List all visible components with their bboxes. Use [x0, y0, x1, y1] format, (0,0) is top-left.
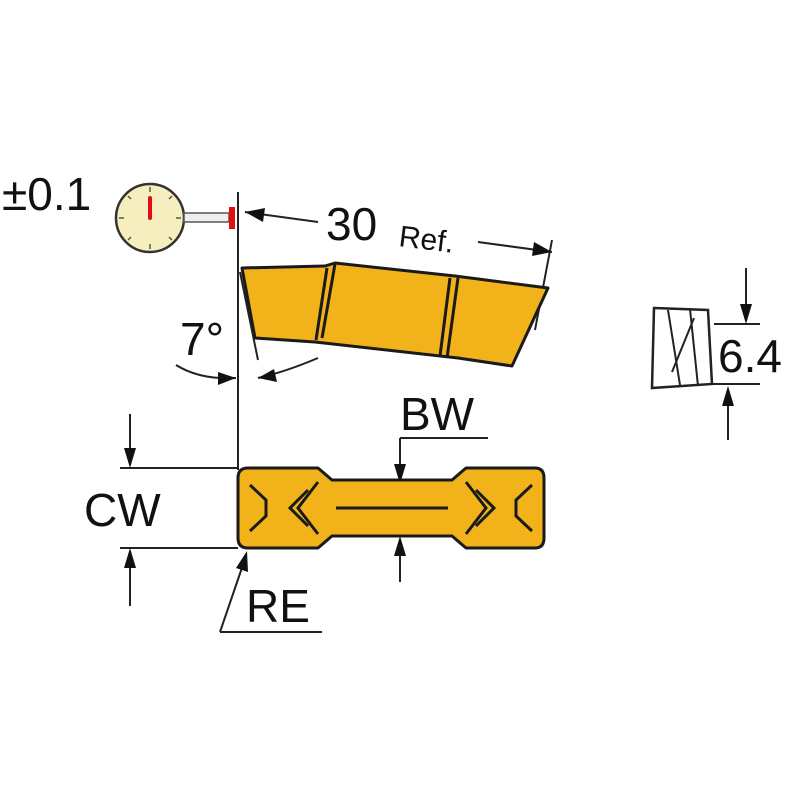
- angle-dimension: [175, 271, 319, 385]
- length-value-label: 30: [326, 198, 377, 250]
- bw-label: BW: [400, 388, 475, 440]
- angle-label: 7°: [180, 313, 224, 365]
- cw-label: CW: [84, 484, 161, 536]
- tolerance-label: ±0.1: [2, 168, 91, 220]
- bw-dimension: [394, 437, 488, 582]
- height-label: 6.4: [718, 330, 782, 382]
- length-ref-label: Ref.: [397, 220, 456, 259]
- cw-dimension: [120, 414, 238, 606]
- insert-top-view: [236, 466, 546, 550]
- re-dimension: [219, 551, 322, 633]
- height-dimension: [712, 268, 760, 440]
- re-label: RE: [246, 580, 310, 632]
- length-dimension: [244, 208, 553, 331]
- insert-end-view: [650, 306, 714, 390]
- insert-side-view: [240, 261, 550, 368]
- dial-gauge-icon: [114, 182, 235, 254]
